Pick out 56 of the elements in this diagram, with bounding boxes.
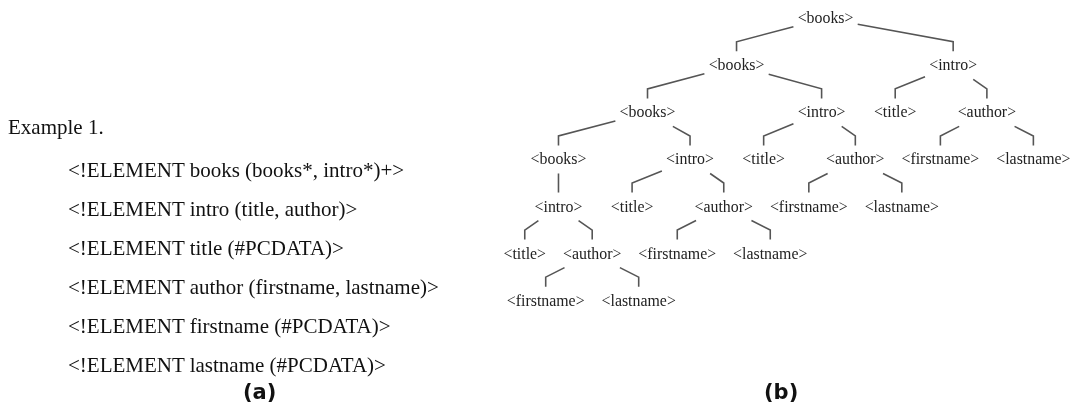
node-text: <lastname> xyxy=(996,150,1071,168)
dtd-declaration: <!ELEMENT author (firstname, lastname)> xyxy=(68,275,439,300)
connector xyxy=(676,219,697,241)
connector xyxy=(939,125,960,147)
connector xyxy=(631,170,663,194)
connector xyxy=(709,172,725,194)
connector xyxy=(762,123,795,147)
node-text: <books> xyxy=(530,150,587,168)
connector xyxy=(577,219,593,241)
dtd-declaration: <!ELEMENT title (#PCDATA)> xyxy=(68,236,344,261)
node-text: <books> xyxy=(797,9,854,27)
connector xyxy=(882,172,903,194)
connector xyxy=(544,266,566,288)
node-text: <intro> xyxy=(534,197,583,215)
connector xyxy=(856,23,954,53)
connector xyxy=(523,219,540,241)
connector xyxy=(557,120,617,147)
connector xyxy=(840,125,857,147)
connector xyxy=(750,219,772,241)
connector xyxy=(619,266,640,288)
node-text: <intro> xyxy=(666,150,714,168)
dtd-declaration: <!ELEMENT lastname (#PCDATA)> xyxy=(68,353,386,378)
node-text: <firstname> xyxy=(638,244,717,262)
node-text: <intro> xyxy=(797,103,846,121)
example-heading: Example 1. xyxy=(8,115,104,140)
node-text: <firstname> xyxy=(506,291,585,309)
connector xyxy=(646,73,706,100)
node-text: <lastname> xyxy=(864,197,939,215)
node-text: <author> xyxy=(694,197,753,215)
node-text: <lastname> xyxy=(601,291,676,309)
connector xyxy=(1013,125,1035,147)
connector xyxy=(557,172,560,194)
panel-label: (b) xyxy=(764,380,799,404)
connector xyxy=(672,125,691,147)
dtd-declaration: <!ELEMENT books (books*, intro*)+> xyxy=(68,158,405,183)
connector xyxy=(972,78,988,100)
node-text: <author> xyxy=(826,150,885,168)
node-text: <intro> xyxy=(929,56,978,74)
node-text: <title> xyxy=(873,103,917,121)
connector xyxy=(767,73,823,100)
connector xyxy=(808,172,829,194)
node-text: <title> xyxy=(610,197,654,215)
connector xyxy=(735,25,795,53)
node-text: <title> xyxy=(742,150,785,168)
node-text: <title> xyxy=(503,244,547,262)
node-text: <books> xyxy=(708,56,765,74)
node-text: <author> xyxy=(562,244,622,262)
node-text: <firstname> xyxy=(901,150,980,168)
node-text: <lastname> xyxy=(733,244,808,262)
panel-label: (a) xyxy=(243,380,277,404)
node-text: <books> xyxy=(619,103,676,121)
connector xyxy=(894,75,926,100)
node-text: <firstname> xyxy=(769,197,848,215)
dtd-declaration: <!ELEMENT intro (title, author)> xyxy=(68,197,358,222)
node-text: <author> xyxy=(957,103,1017,121)
dtd-declaration: <!ELEMENT firstname (#PCDATA)> xyxy=(68,314,391,339)
